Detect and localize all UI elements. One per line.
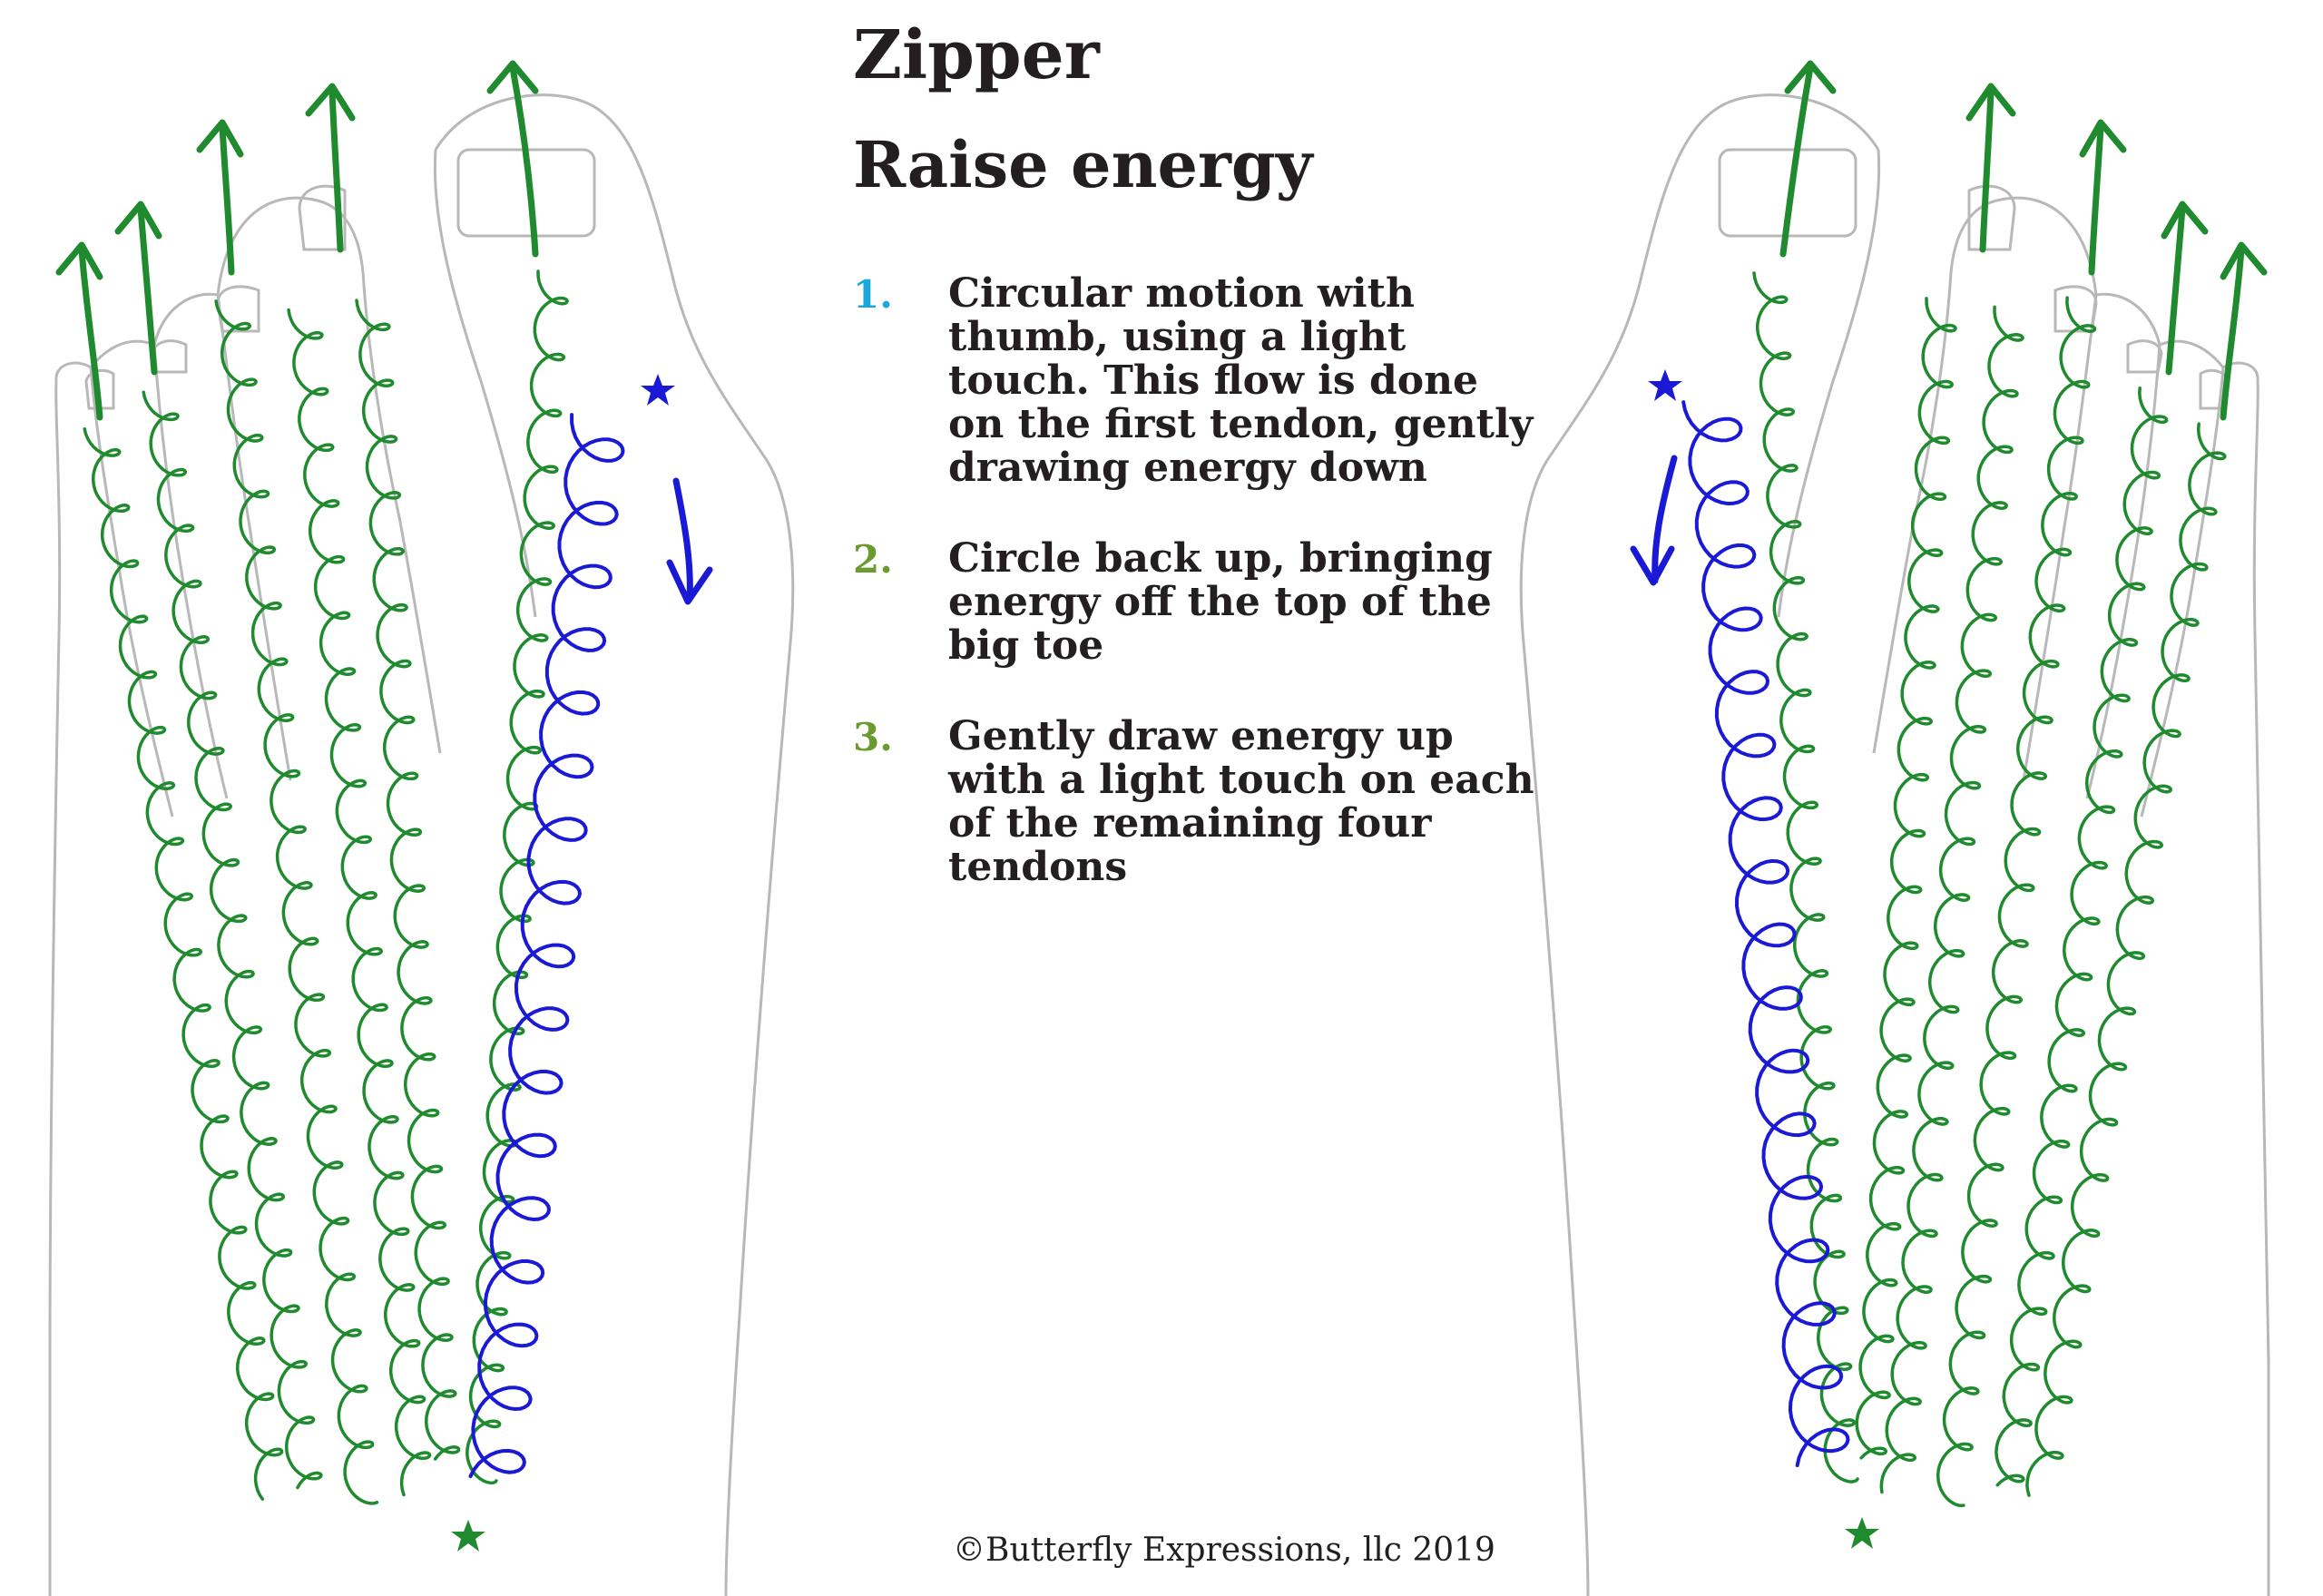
step-item: 1. Circular motion with thumb, using a l… — [853, 272, 1543, 490]
arrow-up-icon — [2220, 241, 2268, 421]
step-text: Circle back up, bringing energy off the … — [948, 535, 1493, 669]
left-foot-spirals — [83, 269, 625, 1505]
arrow-up-icon — [2161, 201, 2209, 376]
arrow-up-icon — [305, 83, 356, 253]
step-number: 3. — [853, 715, 893, 759]
spiral-icon — [1752, 271, 1859, 1483]
arrow-up-icon — [55, 241, 103, 421]
arrow-up-icon — [2079, 119, 2127, 276]
arrow-down-icon — [1630, 455, 1678, 586]
spiral-icon — [214, 299, 379, 1505]
spiral-icon — [1681, 400, 1850, 1467]
star-icon — [1845, 1517, 1879, 1549]
step-item: 3. Gently draw energy up with a light to… — [853, 715, 1543, 889]
step-text: Gently draw energy up with a light touch… — [948, 713, 1534, 890]
star-icon — [641, 374, 675, 406]
spiral-icon — [355, 299, 461, 1461]
arrow-down-icon — [666, 477, 713, 605]
arrow-up-icon — [1965, 83, 2016, 253]
spiral-icon — [83, 426, 284, 1501]
copyright-notice: ©Butterfly Expressions, llc 2019 — [953, 1532, 1495, 1569]
spiral-icon — [1936, 296, 2097, 1508]
spiral-icon — [1995, 386, 2169, 1487]
page-subtitle: Raise energy — [853, 127, 1313, 202]
instruction-steps: 1. Circular motion with thumb, using a l… — [853, 272, 1543, 936]
spiral-icon — [1879, 305, 2024, 1494]
step-text: Circular motion with thumb, using a ligh… — [948, 270, 1534, 491]
step-number: 1. — [853, 272, 893, 317]
arrow-up-icon — [114, 201, 162, 376]
arrow-up-icon — [1779, 60, 1837, 258]
left-up-arrows — [55, 60, 539, 421]
spiral-icon — [468, 413, 625, 1478]
page-title: Zipper — [853, 16, 1100, 94]
arrow-up-icon — [196, 119, 244, 276]
right-foot-spirals — [1681, 271, 2227, 1508]
spiral-icon — [142, 390, 323, 1490]
spiral-icon — [466, 269, 569, 1485]
spiral-icon — [1855, 297, 1957, 1460]
arrow-up-icon — [486, 60, 539, 258]
left-foot-outline — [48, 93, 795, 1596]
step-number: 2. — [853, 537, 893, 582]
star-icon — [451, 1520, 485, 1552]
spiral-icon — [287, 308, 432, 1497]
right-up-arrows — [1779, 60, 2268, 421]
step-item: 2. Circle back up, bringing energy off t… — [853, 537, 1543, 668]
star-icon — [1648, 369, 1682, 401]
spiral-icon — [2025, 422, 2227, 1497]
